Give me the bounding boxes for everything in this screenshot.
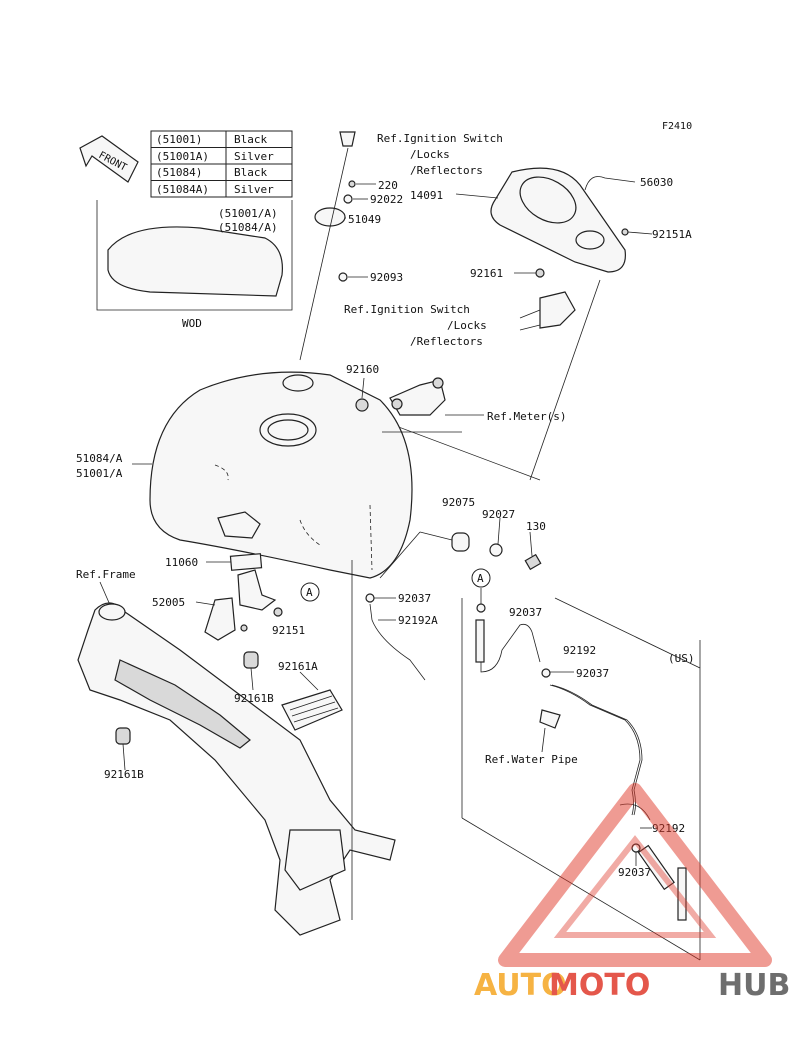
front-arrow-icon: FRONT <box>79 135 139 183</box>
ref-ignition-top-3: /Reflectors <box>410 164 483 177</box>
table-row-code: (51001A) <box>156 150 209 163</box>
label-92151: 92151 <box>272 624 305 637</box>
fuel-cap <box>339 131 356 147</box>
label-51049: 51049 <box>348 213 381 226</box>
label-11060: 11060 <box>165 556 198 569</box>
label-14091: 14091 <box>410 189 443 202</box>
meter-cover-14091 <box>490 167 636 273</box>
watermark-hub: HUB <box>718 968 790 1003</box>
damper-92161B-mid <box>243 651 259 669</box>
inset-line2: (51084/A) <box>218 221 278 234</box>
hose-segment-top <box>475 619 485 663</box>
label-92192-top: 92192 <box>563 644 596 657</box>
label-92161: 92161 <box>470 267 503 280</box>
marker-a-left: A <box>300 582 320 602</box>
label-92151A: 92151A <box>652 228 692 241</box>
ref-meter: Ref.Meter(s) <box>487 410 566 423</box>
bolt-130 <box>524 553 542 571</box>
table-row-color: Black <box>234 166 267 179</box>
svg-text:A: A <box>306 586 313 599</box>
damper-92075 <box>451 532 470 552</box>
clamp-92037-left <box>365 593 375 603</box>
watermark-moto: MOTO <box>549 968 650 1003</box>
washer-92022 <box>343 194 353 204</box>
table-row-code: (51001) <box>156 133 202 146</box>
us-inset <box>461 597 701 961</box>
ref-ignition-top-1: Ref.Ignition Switch <box>377 132 503 145</box>
clamp-92037-mid <box>541 668 551 678</box>
label-92027: 92027 <box>482 508 515 521</box>
label-us: (US) <box>668 652 695 665</box>
inset-caption: WOD <box>182 317 202 330</box>
ref-frame: Ref.Frame <box>76 568 136 581</box>
color-table: (51001) Black (51001A) Silver (51084) Bl… <box>150 130 293 198</box>
table-row-code: (51084) <box>156 166 202 179</box>
gasket-11060 <box>229 553 263 571</box>
damper-92161A <box>281 689 343 731</box>
ref-ignition-mid-3: /Reflectors <box>410 335 483 348</box>
label-tank-1: 51084/A <box>76 452 123 465</box>
label-92161A: 92161A <box>278 660 318 673</box>
label-92161B-low: 92161B <box>104 768 144 781</box>
label-56030: 56030 <box>640 176 673 189</box>
fuel-pump-52005 <box>204 569 283 641</box>
table-row-color: Silver <box>234 183 274 196</box>
label-92022: 92022 <box>370 193 403 206</box>
label-92037-mid: 92037 <box>576 667 609 680</box>
bolt-220 <box>348 180 356 188</box>
table-row-code: (51084A) <box>156 183 209 196</box>
label-92093: 92093 <box>370 271 403 284</box>
label-92037-low: 92037 <box>618 866 651 879</box>
label-220: 220 <box>378 179 398 192</box>
hose-segment-low <box>637 844 675 891</box>
automotohub-logo: AUTO MOTO HUB <box>474 783 790 1003</box>
grommet-92160 <box>355 398 369 412</box>
label-92192A: 92192A <box>398 614 438 627</box>
figure-code: F2410 <box>662 121 692 132</box>
table-row-color: Black <box>234 133 267 146</box>
grommet-92093 <box>338 272 348 282</box>
wod-inset: (51001/A) (51084/A) WOD <box>96 200 293 330</box>
meter-bracket <box>382 377 484 433</box>
marker-a-right: A <box>471 568 491 588</box>
hose-end <box>677 867 687 921</box>
damper-92161B-low <box>115 727 131 745</box>
label-92037-left: 92037 <box>398 592 431 605</box>
table-row-color: Silver <box>234 150 274 163</box>
svg-text:A: A <box>477 572 484 585</box>
cap-51049 <box>314 207 346 227</box>
label-tank-2: 51001/A <box>76 467 123 480</box>
clamp-92037-top <box>476 603 486 613</box>
label-92037-top: 92037 <box>509 606 542 619</box>
ref-ignition-mid-1: Ref.Ignition Switch <box>344 303 470 316</box>
ref-water-pipe: Ref.Water Pipe <box>485 753 578 766</box>
label-130: 130 <box>526 520 546 533</box>
label-92075: 92075 <box>442 496 475 509</box>
frame <box>77 602 396 936</box>
washer-92027 <box>489 543 503 557</box>
ref-ignition-mid-2: /Locks <box>447 319 487 332</box>
grommet-92161 <box>535 268 545 278</box>
watermark-auto: AUTO <box>474 968 567 1003</box>
label-92160: 92160 <box>346 363 379 376</box>
ignition-bracket <box>519 291 576 331</box>
inset-line1: (51001/A) <box>218 207 278 220</box>
label-52005: 52005 <box>152 596 185 609</box>
fuel-tank <box>149 371 413 579</box>
ref-ignition-top-2: /Locks <box>410 148 450 161</box>
label-92161B-mid: 92161B <box>234 692 274 705</box>
